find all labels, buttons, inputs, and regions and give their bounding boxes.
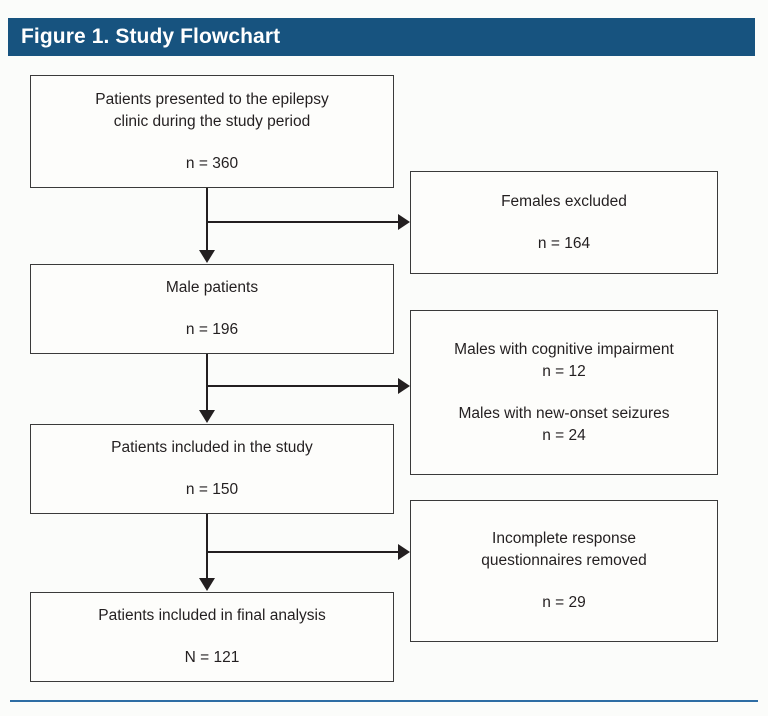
exclusion-females-count: n = 164	[537, 234, 591, 252]
connector-screened-to-males	[206, 188, 209, 252]
flow-box-males-count: n = 196	[185, 321, 239, 338]
exclusion-cognitive-line-1: Males with cognitive impairment	[454, 340, 674, 358]
connector-males-to-included	[206, 354, 209, 412]
exclusion-incomplete-count: n = 29	[542, 594, 586, 611]
connector-included-to-final	[206, 514, 209, 580]
connector-branch-males-excluded	[207, 385, 399, 388]
page-title: Figure 1. Study Flowchart	[21, 25, 281, 48]
arrow-right-icon-incomplete-removed	[398, 544, 410, 560]
flow-box-included-line-1: Patients included in the study	[111, 439, 313, 456]
footer-divider	[10, 700, 758, 703]
arrow-right-icon-females-excluded	[398, 214, 410, 230]
arrow-down-icon-males-to-included	[199, 410, 215, 423]
flow-box-included-count: n = 150	[185, 481, 239, 498]
exclusion-incomplete-line-2: questionnaires removed	[481, 552, 647, 569]
flow-box-final-analysis-line-1: Patients included in final analysis	[98, 607, 326, 624]
exclusion-new-onset-line-1: Males with new-onset seizures	[458, 404, 670, 422]
exclusion-box-males-excluded: Males with cognitive impairment n = 12 M…	[410, 310, 718, 475]
exclusion-new-onset-count: n = 24	[542, 426, 586, 444]
exclusion-females-line-1: Females excluded	[501, 192, 627, 210]
exclusion-incomplete-line-1: Incomplete response	[492, 530, 636, 547]
flow-box-males: Male patients n = 196	[30, 264, 394, 354]
flow-box-screened-count: n = 360	[185, 154, 239, 172]
flow-box-included: Patients included in the study n = 150	[30, 424, 394, 514]
flow-box-screened: Patients presented to the epilepsy clini…	[30, 75, 394, 188]
arrow-down-icon-screened-to-males	[199, 250, 215, 263]
arrow-down-icon-included-to-final	[199, 578, 215, 591]
exclusion-box-females-excluded: Females excluded n = 164	[410, 171, 718, 274]
figure-header-bar: Figure 1. Study Flowchart	[8, 18, 755, 56]
flow-box-screened-line-2: clinic during the study period	[113, 112, 311, 130]
exclusion-box-incomplete-removed: Incomplete response questionnaires remov…	[410, 500, 718, 642]
exclusion-cognitive-count: n = 12	[542, 362, 586, 380]
flow-box-screened-line-1: Patients presented to the epilepsy	[95, 90, 329, 108]
connector-branch-females-excluded	[207, 221, 399, 224]
flow-box-males-line-1: Male patients	[165, 279, 259, 296]
flow-box-final-analysis: Patients included in final analysis N = …	[30, 592, 394, 682]
arrow-right-icon-males-excluded	[398, 378, 410, 394]
flow-box-final-analysis-count: N = 121	[184, 649, 240, 666]
connector-branch-incomplete-removed	[207, 551, 399, 554]
